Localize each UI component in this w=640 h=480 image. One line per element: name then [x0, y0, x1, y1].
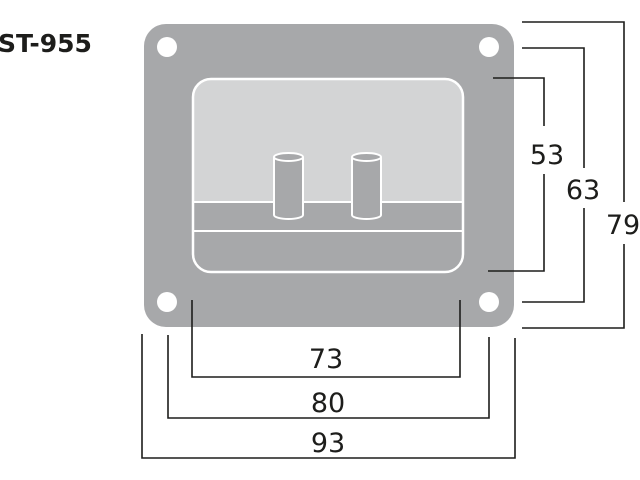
dimension-line-63-top: [522, 47, 585, 168]
dimension-line-63-bottom: [522, 208, 585, 303]
mounting-hole-bottom-right: [479, 292, 499, 312]
recessed-panel: [191, 77, 465, 274]
dimension-label-73: 73: [309, 344, 343, 375]
dimension-line-80: [167, 335, 490, 419]
dimension-line-79-bottom: [522, 244, 625, 329]
mounting-hole-bottom-left: [157, 292, 177, 312]
dimension-line-73: [191, 300, 461, 378]
dimension-label-93: 93: [311, 428, 345, 459]
dimension-label-63: 63: [566, 175, 600, 206]
dimension-label-79: 79: [606, 210, 640, 241]
dimension-line-93: [141, 334, 516, 459]
mounting-hole-top-left: [157, 37, 177, 57]
dimension-label-80: 80: [311, 388, 345, 419]
mounting-hole-top-right: [479, 37, 499, 57]
terminal-post-left: [273, 152, 304, 220]
dimension-label-53: 53: [530, 140, 564, 171]
model-title: ST-955: [0, 29, 92, 58]
dimension-line-53-bottom: [488, 174, 545, 272]
dimension-line-53-top: [493, 77, 545, 126]
dimension-line-79-top: [522, 21, 625, 202]
terminal-post-right: [351, 152, 382, 220]
